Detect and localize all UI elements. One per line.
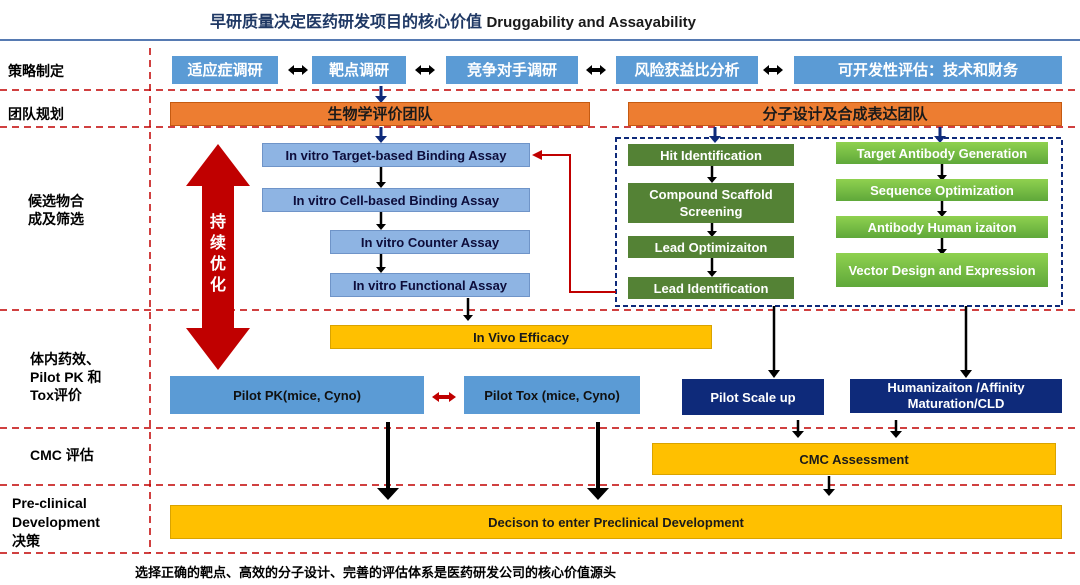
row-label-team: 团队规划 bbox=[8, 106, 64, 122]
ab-sequence-optimization: Sequence Optimization bbox=[836, 179, 1048, 201]
sm-lead-identification: Lead Identification bbox=[628, 277, 794, 299]
strategy-double-arrows bbox=[288, 65, 783, 75]
team-bio-eval: 生物学评价团队 bbox=[170, 102, 590, 126]
ab-vector-design: Vector Design and Expression bbox=[836, 253, 1048, 287]
continuous-optimization-label: 持续优化 bbox=[209, 214, 226, 294]
row-label-preclinical-line3: 决策 bbox=[12, 533, 40, 549]
strategy-box-indication: 适应症调研 bbox=[172, 56, 278, 84]
row-label-candidate-line1: 候选物合 bbox=[28, 193, 84, 209]
title-en: Druggability and Assayability bbox=[486, 14, 696, 31]
ab-humanization: Antibody Human izaiton bbox=[836, 216, 1048, 238]
strategy-box-target: 靶点调研 bbox=[312, 56, 406, 84]
row-label-cmc: CMC 评估 bbox=[30, 447, 94, 463]
cmc-assessment: CMC Assessment bbox=[652, 443, 1056, 475]
in-vivo-efficacy: In Vivo Efficacy bbox=[330, 325, 712, 349]
row-label-preclinical-line2: Development bbox=[12, 514, 100, 530]
row-label-candidate-line2: 成及筛选 bbox=[28, 211, 84, 227]
row-label-preclinical: Pre-clinical Development 决策 bbox=[12, 494, 100, 551]
pilot-pk: Pilot PK(mice, Cyno) bbox=[170, 376, 424, 414]
assay-functional: In vitro Functional Assay bbox=[330, 273, 530, 297]
assay-chain-arrows bbox=[379, 164, 944, 316]
continuous-arrow bbox=[186, 144, 250, 370]
row-label-preclinical-line1: Pre-clinical bbox=[12, 495, 87, 511]
sm-lead-optimization: Lead Optimizaiton bbox=[628, 236, 794, 258]
row-label-candidate: 候选物合 成及筛选 bbox=[28, 192, 84, 228]
humanization-affinity: Humanizaiton /Affinity Maturation/CLD bbox=[850, 379, 1062, 413]
row-label-strategy: 策略制定 bbox=[8, 63, 64, 79]
sm-hit-identification: Hit Identification bbox=[628, 144, 794, 166]
feedback-arrow bbox=[540, 154, 616, 293]
page-title: 早研质量决定医药研发项目的核心价值 Druggability and Assay… bbox=[210, 8, 696, 32]
strategy-box-competitor: 竞争对手调研 bbox=[446, 56, 578, 84]
assay-cell-binding: In vitro Cell-based Binding Assay bbox=[262, 188, 530, 212]
design-frame bbox=[615, 137, 1063, 307]
row-label-invivo: 体内药效、 Pilot PK 和 Tox评价 bbox=[30, 350, 102, 404]
row-label-invivo-line2: Pilot PK 和 bbox=[30, 369, 102, 385]
pk-tox-arrow bbox=[432, 392, 456, 402]
title-cn: 早研质量决定医药研发项目的核心价值 bbox=[210, 14, 483, 31]
ab-target-generation: Target Antibody Generation bbox=[836, 142, 1048, 164]
sm-scaffold-screening: Compound Scaffold Screening bbox=[628, 183, 794, 223]
preclinical-decision: Decison to enter Preclinical Development bbox=[170, 505, 1062, 539]
pilot-tox: Pilot Tox (mice, Cyno) bbox=[464, 376, 640, 414]
footer-caption: 选择正确的靶点、高效的分子设计、完善的评估体系是医药研发公司的核心价值源头 bbox=[135, 565, 617, 580]
pilot-scale-up: Pilot Scale up bbox=[682, 379, 824, 415]
strategy-box-developability: 可开发性评估：技术和财务 bbox=[794, 56, 1062, 84]
assay-target-binding: In vitro Target-based Binding Assay bbox=[262, 143, 530, 167]
row-label-invivo-line1: 体内药效、 bbox=[30, 351, 100, 367]
team-molecule-design: 分子设计及合成表达团队 bbox=[628, 102, 1062, 126]
row-label-invivo-line3: Tox评价 bbox=[30, 387, 82, 403]
strategy-box-risk-benefit: 风险获益比分析 bbox=[616, 56, 758, 84]
assay-counter: In vitro Counter Assay bbox=[330, 230, 530, 254]
row-dividers bbox=[0, 48, 1080, 554]
